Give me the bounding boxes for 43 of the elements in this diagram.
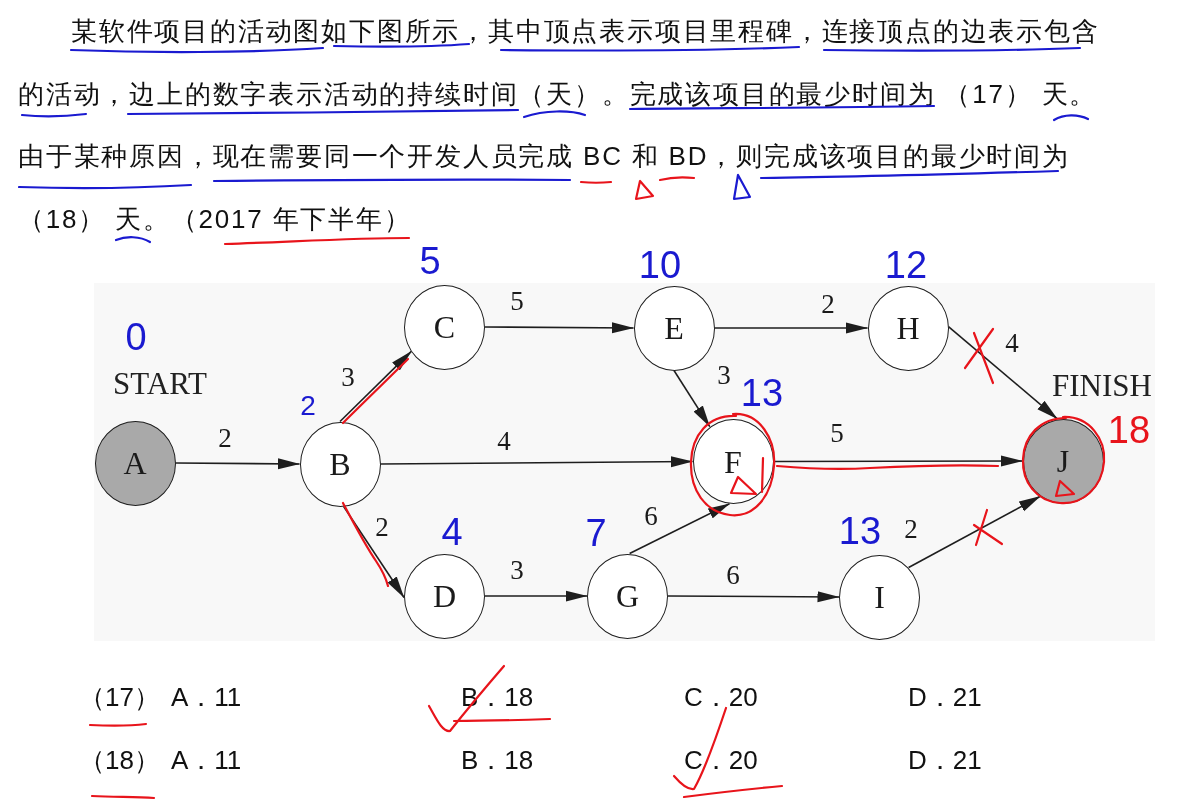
node-label: F [724, 445, 742, 478]
arrow [342, 505, 405, 599]
handwritten-number: 0 [125, 318, 147, 356]
answer-option: C．20 [684, 747, 758, 773]
handwritten-number: 13 [740, 374, 784, 412]
node-caption: FINISH [1052, 369, 1152, 401]
arrow [628, 503, 731, 555]
node-label: B [329, 448, 351, 480]
arrow [174, 458, 301, 470]
arrow [667, 591, 840, 603]
handwritten-number: 10 [638, 246, 682, 284]
node-label: D [432, 580, 457, 612]
arrow [907, 495, 1042, 569]
handwritten-number: 12 [884, 246, 928, 284]
answer-option: D．21 [908, 747, 982, 773]
node-label: H [896, 312, 920, 344]
handwritten-number: 7 [585, 514, 607, 552]
node-label: G [615, 580, 640, 612]
node-label: A [123, 447, 147, 479]
question-number: （17） [79, 683, 160, 710]
handwritten-number: 2 [300, 392, 316, 420]
handwritten-number: 13 [838, 512, 882, 550]
handwritten-number: 4 [441, 513, 463, 551]
node-label: C [433, 311, 456, 343]
node-label: J [1056, 445, 1070, 477]
arrow [947, 325, 1059, 420]
question-number: （18） [79, 747, 160, 773]
arrow [772, 455, 1024, 467]
arrow [713, 322, 869, 334]
answer-option: D．21 [908, 683, 982, 710]
answer-option: B．18 [461, 683, 534, 710]
handwritten-number: 18 [1107, 411, 1151, 449]
arrow [339, 350, 413, 423]
answer-option: B．18 [461, 747, 534, 773]
arrow [484, 322, 635, 334]
answer-option: C．20 [684, 683, 758, 710]
node-label: I [874, 581, 885, 613]
node-label: E [664, 312, 684, 344]
answer-option: A．11 [171, 747, 242, 773]
arrow [484, 590, 588, 602]
node-caption: START [113, 367, 207, 399]
answer-option: A．11 [171, 683, 242, 710]
arrow [673, 369, 711, 428]
